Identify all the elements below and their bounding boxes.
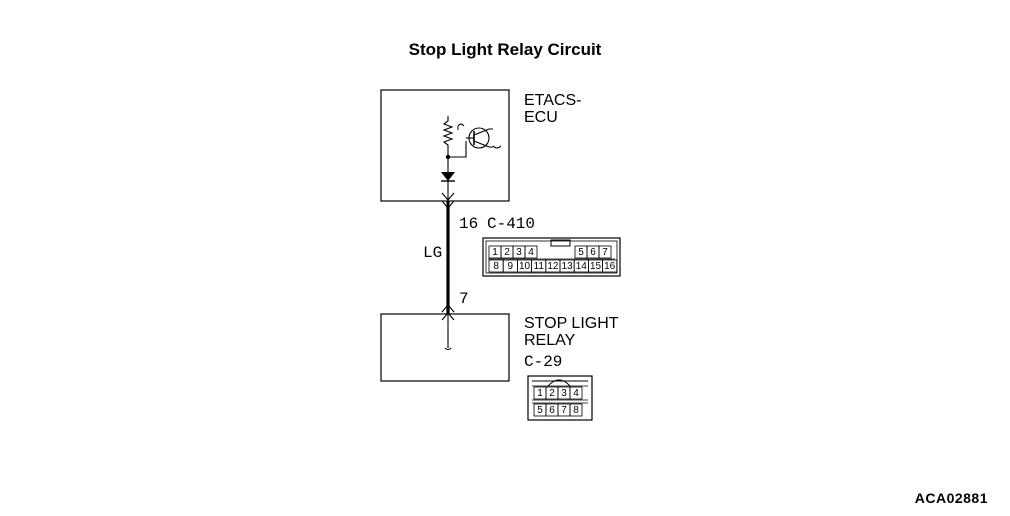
c410-pin-1-label: 1 [492,247,498,258]
c410-pin-16-label: 16 [604,261,616,272]
c29-pin-3-label: 3 [561,388,567,399]
c29-pin-1-label: 1 [537,388,543,399]
relay-box [380,313,510,382]
c29-pin-2-label: 2 [549,388,555,399]
c29-pin-6-label: 6 [549,405,555,416]
c410-pin-14-label: 14 [576,261,588,272]
c410-pin-16-cell [602,259,618,273]
relay-name-line2: RELAY [524,332,576,349]
diagram-title: Stop Light Relay Circuit [408,40,602,59]
c410-pin-11-label: 11 [534,261,545,272]
relay-terminal-number: 7 [459,290,469,308]
c410-pin-8-label: 8 [493,261,499,272]
c29-pin-8-label: 8 [573,405,579,416]
c29-pin-4-cell [569,386,583,400]
ecu-name-line2: ECU [524,109,558,126]
relay-name-line1: STOP LIGHT [524,315,619,332]
c410-pin-12-label: 12 [547,261,559,272]
transistor-symbol [457,123,502,149]
ecu-box [380,89,510,202]
c29-pin-4-label: 4 [573,388,579,399]
wire-color-code: LG [423,244,443,262]
c29-pin-8-cell [569,403,583,417]
c410-pin-4-cell [524,245,538,259]
diode-symbol [441,172,455,181]
resistor-symbol [442,116,454,157]
c410-pin-4-label: 4 [528,247,534,258]
c410-pin-13-label: 13 [562,261,574,272]
c410-pin-2-label: 2 [504,247,510,258]
c410-pin-7-cell [598,245,612,259]
c29-pin-7-label: 7 [561,405,567,416]
ecu-terminal-number: 16 [459,215,479,233]
c410-pin-9-label: 9 [508,261,514,272]
relay-connector-id: C-29 [524,353,563,371]
ecu-connector-id: C-410 [487,215,536,233]
c410-pin-7-label: 7 [602,247,608,258]
figure-id: ACA02881 [914,490,988,506]
relay-terminal-marker [441,304,455,313]
ecu-terminal-marker [441,192,455,201]
ecu-name-line1: ETACS- [524,92,582,109]
c410-pin-10-label: 10 [519,261,531,272]
c29-pin-5-label: 5 [537,405,543,416]
transistor-base-wire [448,141,467,158]
c410-pin-3-label: 3 [516,247,522,258]
c410-pin-6-label: 6 [590,247,596,258]
c410-pin-5-label: 5 [578,247,584,258]
c410-pin-15-label: 15 [590,261,602,272]
